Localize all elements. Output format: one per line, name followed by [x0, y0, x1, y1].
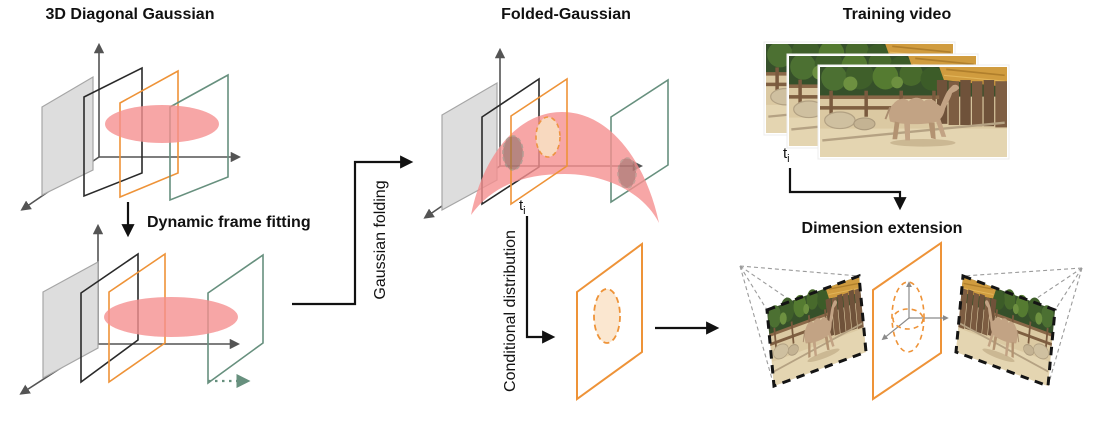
title-dimension-extension: Dimension extension — [801, 220, 963, 237]
connector-conditional-distribution — [525, 216, 556, 344]
gaussian-ellipsoid-equator — [892, 308, 924, 330]
dimension-extension-group — [739, 241, 1083, 401]
gaussian-ellipse — [104, 297, 238, 337]
label-t-i-folded: ti — [519, 197, 526, 217]
plane-orange — [510, 77, 568, 206]
projected-frame-left — [765, 269, 868, 388]
gaussian-slice-right — [617, 157, 637, 189]
mini-axis-depth — [881, 317, 910, 341]
projected-frame-right — [954, 269, 1057, 388]
conditional-plane-group — [576, 242, 643, 401]
frame-dashed-border — [954, 273, 1057, 389]
label-dynamic-frame-fitting: Dynamic frame fitting — [147, 214, 311, 231]
label-t-i-video: ti — [783, 145, 790, 165]
plane-black — [83, 66, 143, 198]
gaussian-slice-orange — [535, 116, 561, 158]
title-folded-gaussian: Folded-Gaussian — [501, 6, 631, 23]
extended-gaussian-plane-group — [872, 241, 949, 401]
gaussian-ellipse — [105, 105, 219, 143]
connector-gaussian-folding — [292, 155, 414, 306]
plane-gray — [42, 260, 99, 380]
title-3d-diagonal-gaussian: 3D Diagonal Gaussian — [45, 6, 215, 23]
training-video-frames — [763, 41, 1010, 160]
gaussian-slice-left — [502, 135, 524, 171]
diagram-3d-gaussian-fitted — [19, 223, 264, 395]
camera-frustum-right — [954, 267, 1083, 389]
diagram-folded-gaussian — [423, 47, 669, 223]
connector-training-to-extension — [788, 168, 907, 211]
title-training-video: Training video — [842, 6, 952, 23]
video-frame-front — [820, 67, 1007, 157]
label-conditional-distribution: Conditional distribution — [502, 230, 519, 392]
diagram-3d-gaussian-initial — [20, 42, 242, 211]
plane-black — [80, 252, 139, 384]
camera-frustum-left — [739, 265, 868, 389]
conditional-gaussian-ellipse — [593, 288, 621, 344]
plane-teal — [207, 253, 264, 385]
plane-teal — [169, 73, 229, 202]
extension-plane — [872, 241, 942, 401]
plane-orange — [108, 252, 166, 384]
gaussian-ellipsoid-vertical — [891, 281, 925, 353]
label-gaussian-folding: Gaussian folding — [372, 180, 389, 300]
plane-orange — [119, 69, 179, 199]
plane-gray — [41, 75, 94, 196]
frame-dashed-border — [765, 273, 868, 389]
